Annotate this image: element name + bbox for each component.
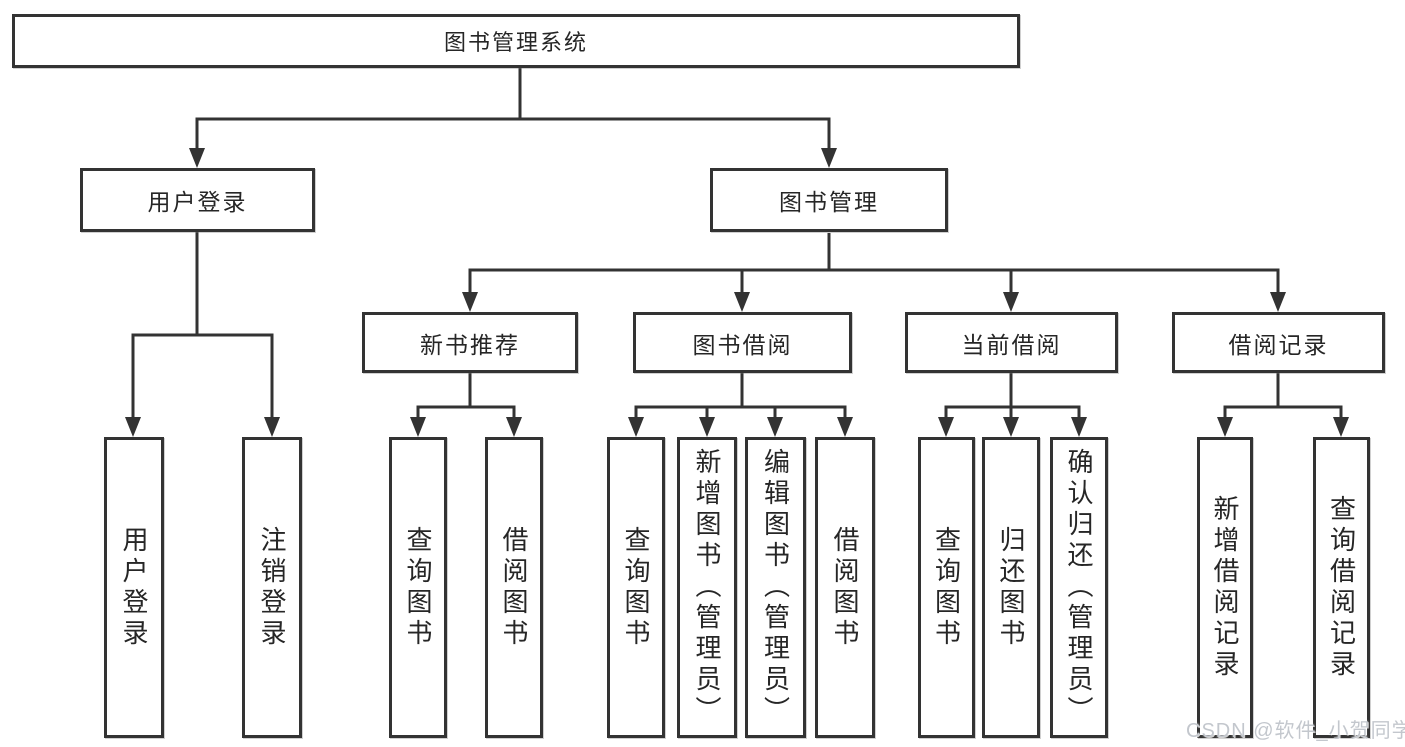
leaf-label: 用户登录 (119, 525, 149, 650)
leaf-label: 借阅图书 (830, 525, 860, 650)
leaf-add-books-admin: 新增图书（管理员） (677, 437, 737, 738)
node-current-borrowing: 当前借阅 (905, 312, 1118, 373)
leaf-label: 查询图书 (621, 525, 651, 650)
leaf-label: 注销登录 (257, 525, 287, 650)
leaf-label: 查询借阅记录 (1326, 494, 1357, 681)
leaf-borrow-books-recommend: 借阅图书 (485, 437, 543, 738)
leaf-label: 查询图书 (403, 525, 433, 650)
leaf-query-books-borrowing: 查询图书 (607, 437, 665, 738)
leaf-return-books: 归还图书 (982, 437, 1040, 738)
node-user-login: 用户登录 (80, 168, 315, 232)
leaf-label: 确认归还（管理员） (1064, 448, 1094, 727)
node-new-book-recommendation: 新书推荐 (362, 312, 578, 373)
connector-line (131, 67, 1343, 421)
leaf-label: 查询图书 (931, 525, 962, 650)
node-library-management-system: 图书管理系统 (12, 14, 1020, 68)
csdn-watermark: CSDN @软件_小贺同学 (1186, 720, 1405, 742)
leaf-user-login: 用户登录 (104, 437, 164, 738)
leaf-label: 新增图书（管理员） (692, 448, 722, 727)
leaf-borrow-books-borrowing: 借阅图书 (815, 437, 875, 738)
leaf-edit-books-admin: 编辑图书（管理员） (745, 437, 806, 738)
leaf-query-borrow-record: 查询借阅记录 (1313, 437, 1370, 738)
leaf-add-borrow-record: 新增借阅记录 (1197, 437, 1253, 738)
leaf-label: 归还图书 (996, 525, 1026, 650)
leaf-label: 新增借阅记录 (1210, 494, 1240, 681)
leaf-label: 编辑图书（管理员） (760, 448, 791, 727)
arrow-down-icon (125, 148, 1349, 437)
leaf-logout: 注销登录 (242, 437, 302, 738)
leaf-query-books-recommend: 查询图书 (389, 437, 447, 738)
node-book-management: 图书管理 (710, 168, 948, 232)
leaf-label: 借阅图书 (499, 525, 529, 650)
node-book-borrowing: 图书借阅 (633, 312, 852, 373)
leaf-confirm-return-admin: 确认归还（管理员） (1050, 437, 1108, 738)
leaf-query-books-current: 查询图书 (918, 437, 975, 738)
node-borrowing-records: 借阅记录 (1172, 312, 1385, 373)
